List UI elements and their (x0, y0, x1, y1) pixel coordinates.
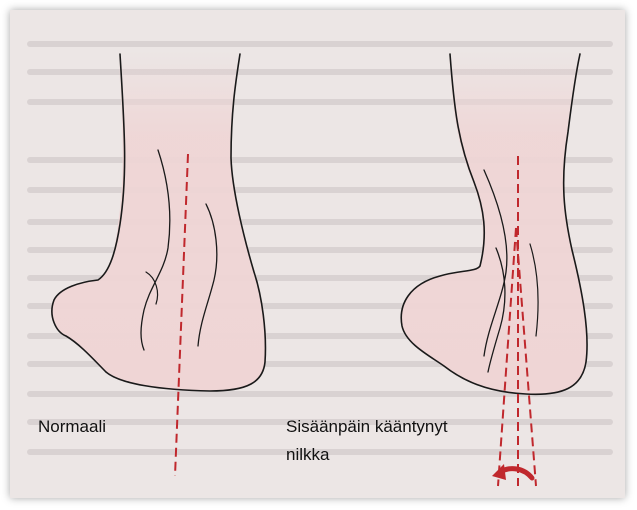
normal-label: Normaali (38, 414, 106, 440)
illustration-frame: Normaali Sisäänpäin kääntynyt nilkka (10, 10, 625, 498)
inverted-label-line2: nilkka (286, 442, 329, 468)
normal-foot (52, 50, 266, 476)
inverted-label-line1: Sisäänpäin kääntynyt (286, 414, 448, 440)
curved-arrow-left-icon (492, 464, 532, 480)
